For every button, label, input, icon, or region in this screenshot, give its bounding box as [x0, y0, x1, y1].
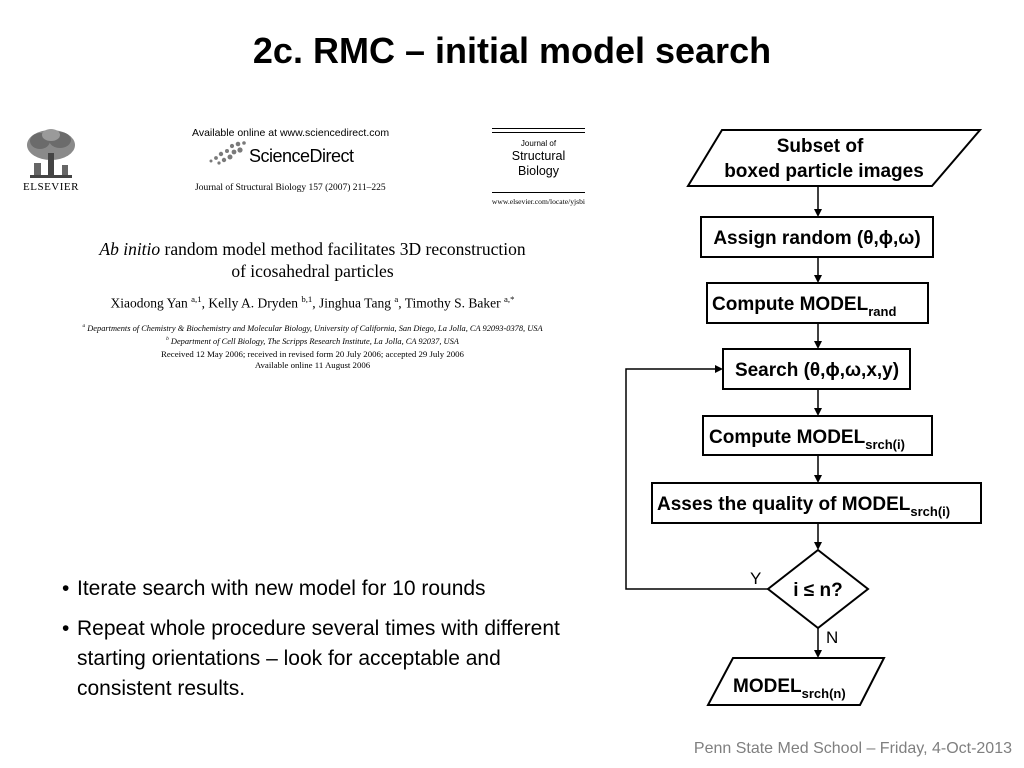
subset-parallelogram	[686, 129, 983, 187]
compute-srch-sub: srch(i)	[865, 437, 905, 452]
author-name: Kelly A. Dryden	[208, 295, 298, 311]
paper-header: ELSEVIER Available online at www.science…	[20, 125, 590, 225]
journal-cover-title-1: Structural	[511, 149, 566, 163]
available-online-text: Available online at www.sciencedirect.co…	[192, 127, 390, 139]
journal-citation: Journal of Structural Biology 157 (2007)…	[195, 183, 386, 193]
author-sup: a,1	[191, 294, 202, 304]
journal-cover: Journal of Structural Biology	[492, 128, 585, 195]
subset-label-2: boxed particle images	[724, 161, 924, 182]
paper-title: Ab initio random model method facilitate…	[40, 238, 585, 282]
bullet-dot: •	[62, 577, 70, 600]
compute-srch-label: Compute MODELsrch(i)	[709, 427, 905, 452]
bullet-list: • Iterate search with new model for 10 r…	[62, 574, 602, 704]
paper-title-line2: of icosahedral particles	[231, 261, 394, 281]
search-label: Search (θ,ϕ,ω,x,y)	[735, 360, 899, 381]
final-label: MODELsrch(n)	[733, 676, 846, 701]
paper-dates: Received 12 May 2006; received in revise…	[40, 349, 585, 371]
bullet-item: • Repeat whole procedure several times w…	[62, 614, 587, 704]
author-sup: a	[394, 294, 399, 304]
compute-rand-sub: rand	[868, 304, 896, 319]
affiliation-a-text: Departments of Chemistry & Biochemistry …	[87, 323, 543, 333]
affiliation-a-mark: a	[82, 323, 86, 329]
compute-rand-text: Compute MODEL	[712, 294, 869, 315]
bullet-item: • Iterate search with new model for 10 r…	[62, 574, 602, 604]
assign-label: Assign random (θ,ϕ,ω)	[713, 228, 920, 249]
received-dates: Received 12 May 2006; received in revise…	[161, 349, 464, 359]
assign-box	[700, 216, 934, 258]
sciencedirect-dots-icon	[209, 141, 246, 165]
author-name: Jinghua Tang	[319, 295, 391, 311]
bullet-dot: •	[62, 617, 70, 640]
sciencedirect-wordmark: ScienceDirect	[249, 146, 354, 166]
loop-back-arrow	[625, 365, 768, 590]
compute-srch-text: Compute MODEL	[709, 427, 866, 448]
bullet-text: Repeat whole procedure several times wit…	[77, 617, 560, 700]
paper-affiliations: a Departments of Chemistry & Biochemistr…	[40, 321, 585, 347]
assess-text: Asses the quality of MODEL	[657, 494, 911, 515]
available-date: Available online 11 August 2006	[254, 360, 371, 370]
elsevier-tree-logo	[22, 127, 80, 183]
decision-label: i ≤ n?	[793, 580, 842, 601]
subset-label-1: Subset of	[777, 136, 864, 157]
journal-cover-title-2: Biology	[518, 164, 559, 178]
compute-rand-box	[706, 282, 929, 324]
search-box	[722, 348, 911, 390]
assess-box	[651, 482, 982, 524]
author-sup: b,1	[301, 294, 313, 304]
author-sup: a,*	[504, 294, 515, 304]
affiliation-b-mark: b	[166, 335, 169, 342]
author-name: Timothy S. Baker	[404, 295, 501, 311]
final-text: MODEL	[733, 676, 802, 697]
slide-title: 2c. RMC – initial model search	[252, 30, 772, 71]
assess-sub: srch(i)	[910, 504, 950, 519]
affiliation-b-text: Department of Cell Biology, The Scripps …	[170, 336, 459, 346]
journal-url: www.elsevier.com/locate/yjsbi	[491, 197, 585, 206]
final-sub: srch(n)	[802, 686, 846, 701]
author-name: Xiaodong Yan	[110, 295, 188, 311]
compute-rand-label: Compute MODELrand	[712, 294, 896, 319]
footer-text: Penn State Med School – Friday, 4-Oct-20…	[693, 740, 1012, 757]
journal-cover-of: Journal of	[520, 139, 557, 148]
affiliation-a: a Departments of Chemistry & Biochemistr…	[40, 321, 585, 334]
paper-title-rest: random model method facilitates 3D recon…	[160, 239, 526, 259]
paper-authors: Xiaodong Yan a,1, Kelly A. Dryden b,1, J…	[110, 294, 515, 311]
bullet-text: Iterate search with new model for 10 rou…	[77, 577, 486, 600]
yes-label: Y	[750, 569, 761, 588]
assess-label: Asses the quality of MODELsrch(i)	[657, 494, 950, 519]
affiliation-b: b Department of Cell Biology, The Scripp…	[40, 334, 585, 347]
no-label: N	[826, 628, 838, 647]
final-parallelogram	[706, 657, 886, 706]
elsevier-wordmark: ELSEVIER	[23, 181, 79, 193]
paper-title-italic: Ab initio	[99, 239, 161, 259]
